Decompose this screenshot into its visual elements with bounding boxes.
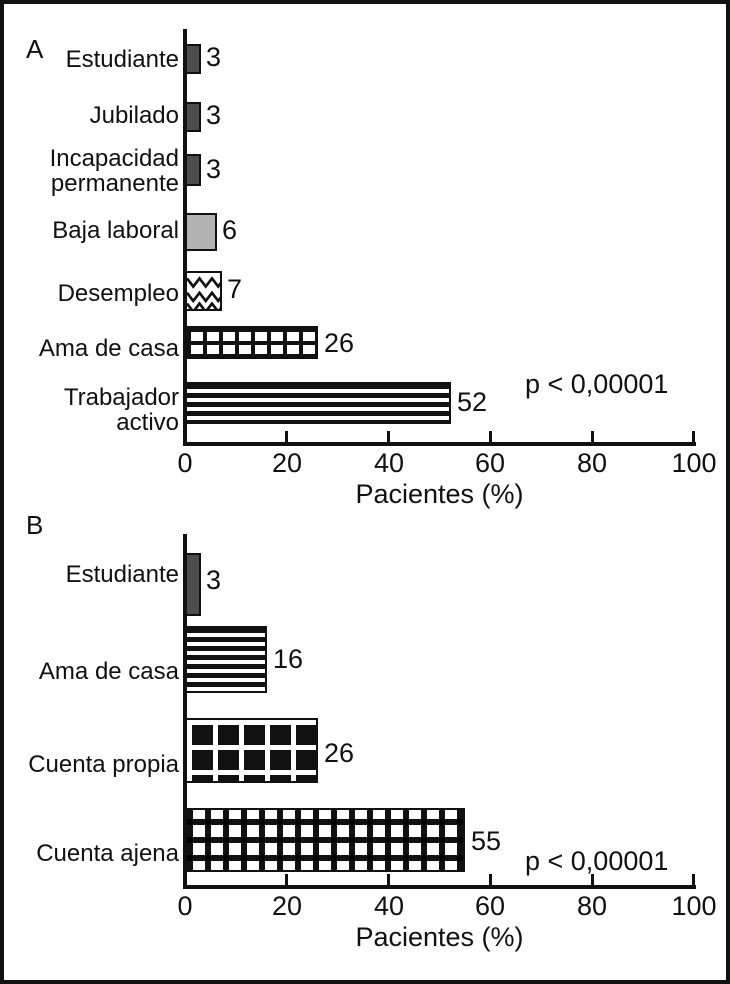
category-label-a-1: Jubilado xyxy=(89,102,179,129)
x-tick-a-60 xyxy=(489,431,492,442)
x-tick-label-b-0: 0 xyxy=(177,891,193,921)
category-label-a-2: Incapacidad permanente xyxy=(49,145,179,198)
p-value-annotation-b: p < 0,00001 xyxy=(525,846,669,876)
x-axis-title-b: Pacientes (%) xyxy=(355,922,524,952)
category-label-b-2: Cuenta propia xyxy=(28,751,179,778)
wave-pattern-icon xyxy=(187,276,220,309)
x-tick-label-a-3: 60 xyxy=(474,448,506,478)
category-label-b-3: Cuenta ajena xyxy=(36,840,179,867)
bar-value-a-0: 3 xyxy=(206,42,222,72)
bar-value-a-4: 7 xyxy=(227,274,243,304)
p-value-annotation-a: p < 0,00001 xyxy=(525,369,669,399)
bar-value-a-5: 26 xyxy=(324,328,355,358)
x-tick-label-a-4: 80 xyxy=(576,448,608,478)
x-tick-a-100 xyxy=(692,431,695,442)
bar-b-ama-de-casa[interactable] xyxy=(185,626,267,693)
x-tick-b-20 xyxy=(285,874,288,885)
bar-a-jubilado[interactable] xyxy=(185,102,201,132)
bar-a-estudiante[interactable] xyxy=(185,44,201,74)
x-tick-label-b-2: 40 xyxy=(373,891,405,921)
bar-a-baja-laboral[interactable] xyxy=(185,213,217,251)
x-axis-b xyxy=(183,885,696,889)
x-tick-label-a-5: 100 xyxy=(671,448,717,478)
bar-value-b-2: 26 xyxy=(324,738,355,768)
x-tick-a-20 xyxy=(285,431,288,442)
x-tick-label-b-4: 80 xyxy=(576,891,608,921)
x-axis-title-a: Pacientes (%) xyxy=(355,479,524,509)
category-label-a-0: Estudiante xyxy=(65,46,179,73)
x-tick-label-a-1: 20 xyxy=(271,448,303,478)
x-tick-label-a-0: 0 xyxy=(177,448,193,478)
category-label-a-6: Trabajador activo xyxy=(63,384,179,437)
bar-b-cuenta-ajena[interactable] xyxy=(185,808,465,872)
bar-value-b-0: 3 xyxy=(206,565,222,595)
bar-a-incapacidad-permanente[interactable] xyxy=(185,154,201,186)
panel-label-b: B xyxy=(26,510,44,540)
bar-a-trabajador-activo[interactable] xyxy=(185,382,451,424)
bar-b-cuenta-propia[interactable] xyxy=(185,718,318,783)
bar-value-a-3: 6 xyxy=(222,215,238,245)
category-label-b-1: Ama de casa xyxy=(38,658,179,685)
x-tick-b-40 xyxy=(387,874,390,885)
category-label-a-5: Ama de casa xyxy=(38,335,179,362)
category-label-a-3: Baja laboral xyxy=(52,217,179,244)
chart-panel-b: B Estudiante Ama de casa Cuenta propia C… xyxy=(4,496,726,980)
x-tick-b-100 xyxy=(692,874,695,885)
category-label-a-4: Desempleo xyxy=(57,280,179,307)
bar-value-a-2: 3 xyxy=(206,154,222,184)
x-tick-b-0 xyxy=(184,874,187,885)
chart-panel-a: A Estudiante Jubilado Incapacidad perman… xyxy=(4,4,726,509)
y-axis-b xyxy=(183,534,187,887)
x-tick-a-40 xyxy=(387,431,390,442)
x-tick-b-80 xyxy=(591,874,594,885)
panel-label-a: A xyxy=(26,34,44,64)
bar-value-a-6: 52 xyxy=(457,387,488,417)
x-tick-a-0 xyxy=(184,431,187,442)
x-tick-label-a-2: 40 xyxy=(373,448,405,478)
bar-a-ama-de-casa[interactable] xyxy=(185,326,318,359)
bar-b-estudiante[interactable] xyxy=(185,553,201,616)
x-axis-a xyxy=(183,442,696,446)
bar-value-a-1: 3 xyxy=(206,100,222,130)
x-tick-label-b-5: 100 xyxy=(671,891,717,921)
category-label-b-0: Estudiante xyxy=(65,561,179,588)
bar-value-b-1: 16 xyxy=(273,644,304,674)
x-tick-label-b-1: 20 xyxy=(271,891,303,921)
bar-value-b-3: 55 xyxy=(471,826,502,856)
bar-a-desempleo[interactable] xyxy=(185,271,222,311)
x-tick-b-60 xyxy=(489,874,492,885)
x-tick-label-b-3: 60 xyxy=(474,891,506,921)
x-tick-a-80 xyxy=(591,431,594,442)
